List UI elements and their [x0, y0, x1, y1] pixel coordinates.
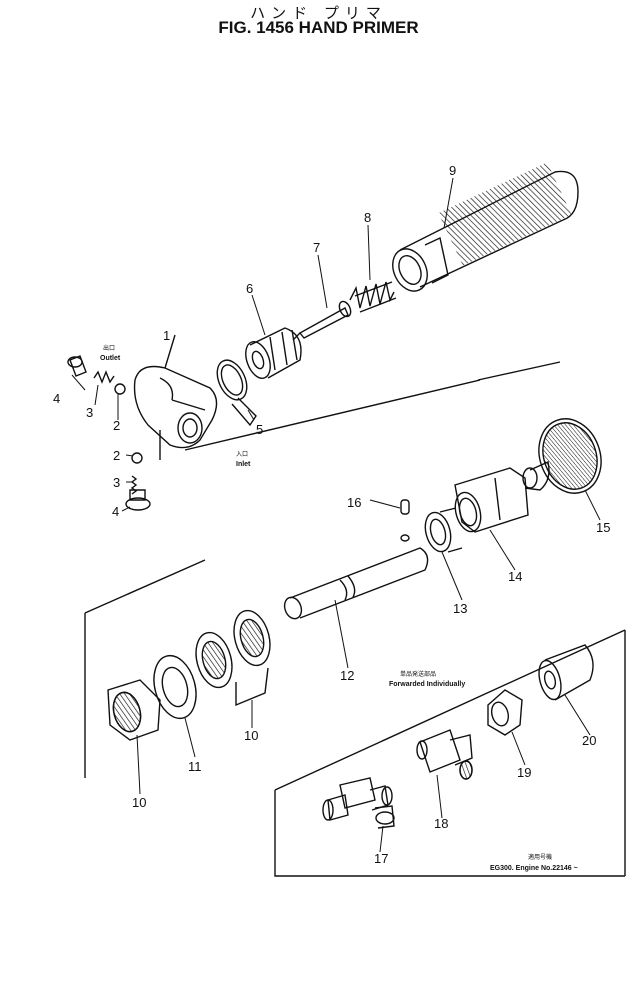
callout-10-left: 10 — [132, 795, 146, 810]
callout-2-lower: 2 — [113, 448, 120, 463]
upper-assembly-frame — [159, 361, 561, 460]
callout-2-upper: 2 — [113, 418, 120, 433]
figure-title: FIG. 1456 HAND PRIMER — [218, 18, 419, 37]
callout-6: 6 — [246, 281, 253, 296]
outlet-label-jp: 出口 — [103, 344, 115, 352]
forwarded-label-jp: 単品発送部品 — [400, 670, 436, 678]
part-7-needle — [292, 300, 352, 341]
callout-9: 9 — [449, 163, 456, 178]
callout-5: 5 — [256, 422, 263, 437]
part-18-elbow-fitting — [416, 729, 473, 780]
applicable-label: EG300. Engine No.22146 ~ — [490, 865, 578, 872]
callout-7: 7 — [313, 240, 320, 255]
callout-3-lower: 3 — [113, 475, 120, 490]
callout-4-lower: 4 — [112, 504, 119, 519]
part-10-nut — [107, 679, 161, 741]
part-1-pump-body — [133, 334, 218, 449]
applicable-label-jp: 適用号機 — [528, 853, 552, 861]
part-8-spring — [349, 281, 397, 313]
callout-10-right: 10 — [244, 728, 258, 743]
part-20-sleeve — [538, 644, 594, 701]
callout-14: 14 — [508, 569, 522, 584]
part-9-threaded-barrel — [392, 162, 579, 292]
forwarded-individually-frame — [274, 629, 626, 877]
part-callouts: 9 8 7 6 1 5 4 3 2 2 3 4 16 15 14 13 12 1… — [53, 163, 610, 866]
callout-13: 13 — [453, 601, 467, 616]
part-17-tee-fitting — [322, 777, 395, 829]
part-14-hex-nut — [454, 467, 529, 533]
inlet-label: Inlet — [236, 461, 251, 468]
inlet-label-jp: 入口 — [236, 451, 248, 458]
parts-2-3-4-outlet-side — [67, 355, 126, 395]
callout-19: 19 — [517, 765, 531, 780]
callout-1: 1 — [163, 328, 170, 343]
part-12-plunger-rod — [283, 547, 429, 620]
callout-3-upper: 3 — [86, 405, 93, 420]
callout-15: 15 — [596, 520, 610, 535]
part-5-o-ring — [216, 359, 257, 427]
callout-17: 17 — [374, 851, 388, 866]
title-japanese: ハンド プリマ — [250, 4, 387, 22]
part-6-piston — [245, 327, 302, 379]
parts-2-3-4-inlet-side — [125, 452, 151, 511]
part-11-washer — [153, 654, 197, 720]
callout-16: 16 — [347, 495, 361, 510]
part-15-knob — [522, 418, 602, 494]
part-13-seal-ring — [424, 507, 463, 553]
callout-18: 18 — [434, 816, 448, 831]
leader-lines — [71, 177, 601, 853]
callout-11: 11 — [188, 759, 202, 774]
callout-8: 8 — [364, 210, 371, 225]
lower-assembly-frame — [84, 559, 206, 778]
part-19-nut — [487, 689, 523, 736]
callout-4-upper: 4 — [53, 391, 60, 406]
part-16-pin — [400, 499, 410, 542]
part-10-ring-pair — [195, 609, 271, 707]
annotation-labels: 出口 Outlet 入口 Inlet 単品発送部品 Forwarded Indi… — [100, 344, 578, 872]
callout-12: 12 — [340, 668, 354, 683]
outlet-label: Outlet — [100, 355, 121, 362]
forwarded-label: Forwarded Individually — [389, 681, 465, 688]
callout-20: 20 — [582, 733, 596, 748]
